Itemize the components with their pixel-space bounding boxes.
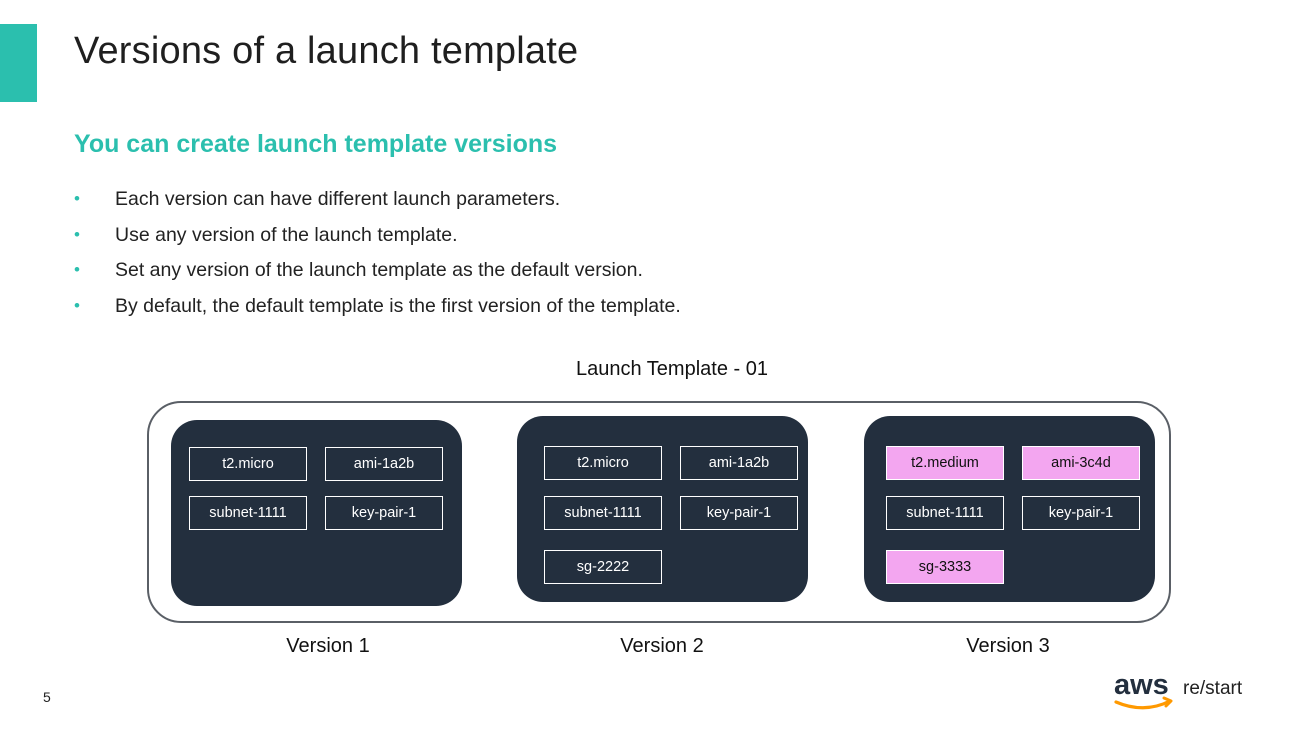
- diagram-title: Launch Template - 01: [576, 358, 768, 380]
- bullet-item: • Each version can have different launch …: [74, 186, 681, 222]
- version-3-label: Version 3: [966, 635, 1050, 657]
- bullet-dot-icon: •: [74, 224, 80, 244]
- section-subtitle: You can create launch template versions: [74, 130, 558, 158]
- version-2-card: t2.micro ami-1a2b subnet-1111 key-pair-1…: [517, 416, 808, 602]
- subnet-param: subnet-1111: [886, 496, 1004, 530]
- version-1-card: t2.micro ami-1a2b subnet-1111 key-pair-1: [171, 420, 462, 606]
- launch-template-frame: [147, 401, 1171, 623]
- bullet-dot-icon: •: [74, 260, 80, 279]
- instance-type-param-changed: t2.medium: [886, 446, 1004, 480]
- aws-logo-icon: aws: [1114, 669, 1173, 710]
- security-group-param-changed: sg-3333: [886, 550, 1004, 584]
- product-name: re/start: [1183, 678, 1243, 699]
- security-group-param: sg-2222: [544, 550, 662, 584]
- instance-type-param: t2.micro: [544, 446, 662, 480]
- instance-type-param: t2.micro: [189, 447, 307, 481]
- bullet-dot-icon: •: [74, 189, 80, 208]
- bullet-text: Each version can have different launch p…: [115, 188, 561, 210]
- version-2-label: Version 2: [620, 635, 704, 657]
- ami-param-changed: ami-3c4d: [1022, 446, 1140, 480]
- subnet-param: subnet-1111: [189, 496, 307, 530]
- subnet-param: subnet-1111: [544, 496, 662, 530]
- page-title: Versions of a launch template: [74, 30, 579, 72]
- version-1-label: Version 1: [286, 635, 370, 657]
- key-pair-param: key-pair-1: [325, 496, 443, 530]
- bullet-item: • Use any version of the launch template.: [74, 222, 681, 258]
- key-pair-param: key-pair-1: [680, 496, 798, 530]
- ami-param: ami-1a2b: [325, 447, 443, 481]
- title-accent-bar: [0, 24, 37, 102]
- bullet-text: By default, the default template is the …: [115, 294, 681, 317]
- bullet-item: • By default, the default template is the…: [74, 293, 681, 329]
- bullet-item: • Set any version of the launch template …: [74, 257, 681, 293]
- bullet-text: Use any version of the launch template.: [115, 223, 458, 246]
- page-number: 5: [43, 689, 51, 705]
- version-3-card: t2.medium ami-3c4d subnet-1111 key-pair-…: [864, 416, 1155, 602]
- key-pair-param: key-pair-1: [1022, 496, 1140, 530]
- bullet-list: • Each version can have different launch …: [74, 186, 681, 328]
- bullet-dot-icon: •: [74, 295, 80, 315]
- ami-param: ami-1a2b: [680, 446, 798, 480]
- aws-smile-icon: [1114, 699, 1172, 710]
- aws-smile-arrow-icon: [1162, 696, 1173, 708]
- bullet-text: Set any version of the launch template a…: [115, 259, 643, 281]
- aws-logo-text: aws: [1114, 669, 1169, 701]
